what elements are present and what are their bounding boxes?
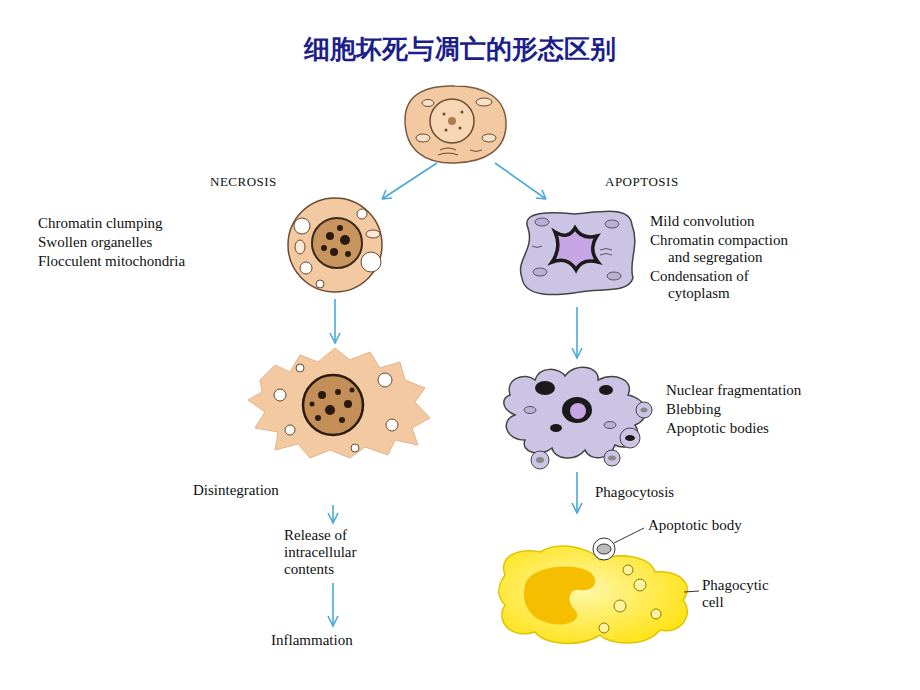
branch-label: NECROSIS — [210, 174, 277, 190]
fragmented-cell — [504, 367, 652, 469]
cell-stage: Chromatin clumpingSwollen organellesFloc… — [30, 205, 400, 297]
feature-list: Apoptotic bodies — [666, 420, 871, 437]
branch-label: APOPTOSIS — [605, 174, 679, 190]
arrow-line — [334, 299, 336, 343]
flow-arrow — [330, 299, 340, 343]
cell-stage: Mild convolutionChromatin compaction and… — [512, 205, 822, 305]
edge-label: Phagocytosis — [593, 484, 676, 501]
cell-stage: Inflammation — [265, 628, 405, 654]
disintegrating-cell — [248, 348, 430, 458]
flow-arrow — [328, 583, 338, 626]
flow-arrow — [328, 505, 338, 523]
branch-arrows — [382, 163, 546, 199]
arrow-line — [576, 472, 578, 513]
title: 细胞坏死与凋亡的形态区别 — [0, 32, 920, 67]
feature-list: Blebbing — [666, 401, 871, 418]
arrowhead — [330, 333, 340, 343]
normal-cell — [405, 86, 506, 163]
apoptotic-cell — [520, 211, 634, 294]
outcome-text: Release of intracellular contents — [284, 527, 398, 578]
cell-stage: Release of intracellular contents — [278, 525, 403, 581]
callout-label: Apoptotic body — [648, 517, 798, 534]
arrow-line — [576, 307, 578, 358]
outcome-text: Inflammation — [271, 632, 396, 649]
callout-label: Phagocytic cell — [702, 577, 782, 611]
cell-stage: Disintegration — [185, 345, 440, 503]
flow-arrow — [572, 307, 582, 358]
cell-stage: Apoptotic bodyPhagocytic cell — [490, 515, 810, 650]
arrowhead — [572, 503, 582, 513]
feature-list: Nuclear fragmentation — [666, 382, 871, 399]
arrowhead — [328, 513, 338, 523]
feature-list: Swollen organelles — [38, 234, 238, 251]
arrowhead — [572, 348, 582, 358]
cell-stage: Nuclear fragmentationBlebbingApoptotic b… — [490, 360, 875, 470]
feature-list: Flocculent mitochondria — [38, 253, 238, 270]
arrowhead — [328, 616, 338, 626]
arrow-line — [332, 583, 334, 626]
stage-label: Disintegration — [193, 482, 353, 499]
feature-list: Mild convolution — [650, 213, 800, 230]
necrotic-cell — [288, 198, 382, 292]
phagocytic-cell — [499, 528, 699, 643]
feature-list: Chromatin clumping — [38, 215, 238, 232]
feature-list: Condensation of cytoplasm — [650, 268, 800, 302]
feature-list: Chromatin compaction and segregation — [650, 232, 800, 266]
flow-arrow — [572, 472, 582, 513]
